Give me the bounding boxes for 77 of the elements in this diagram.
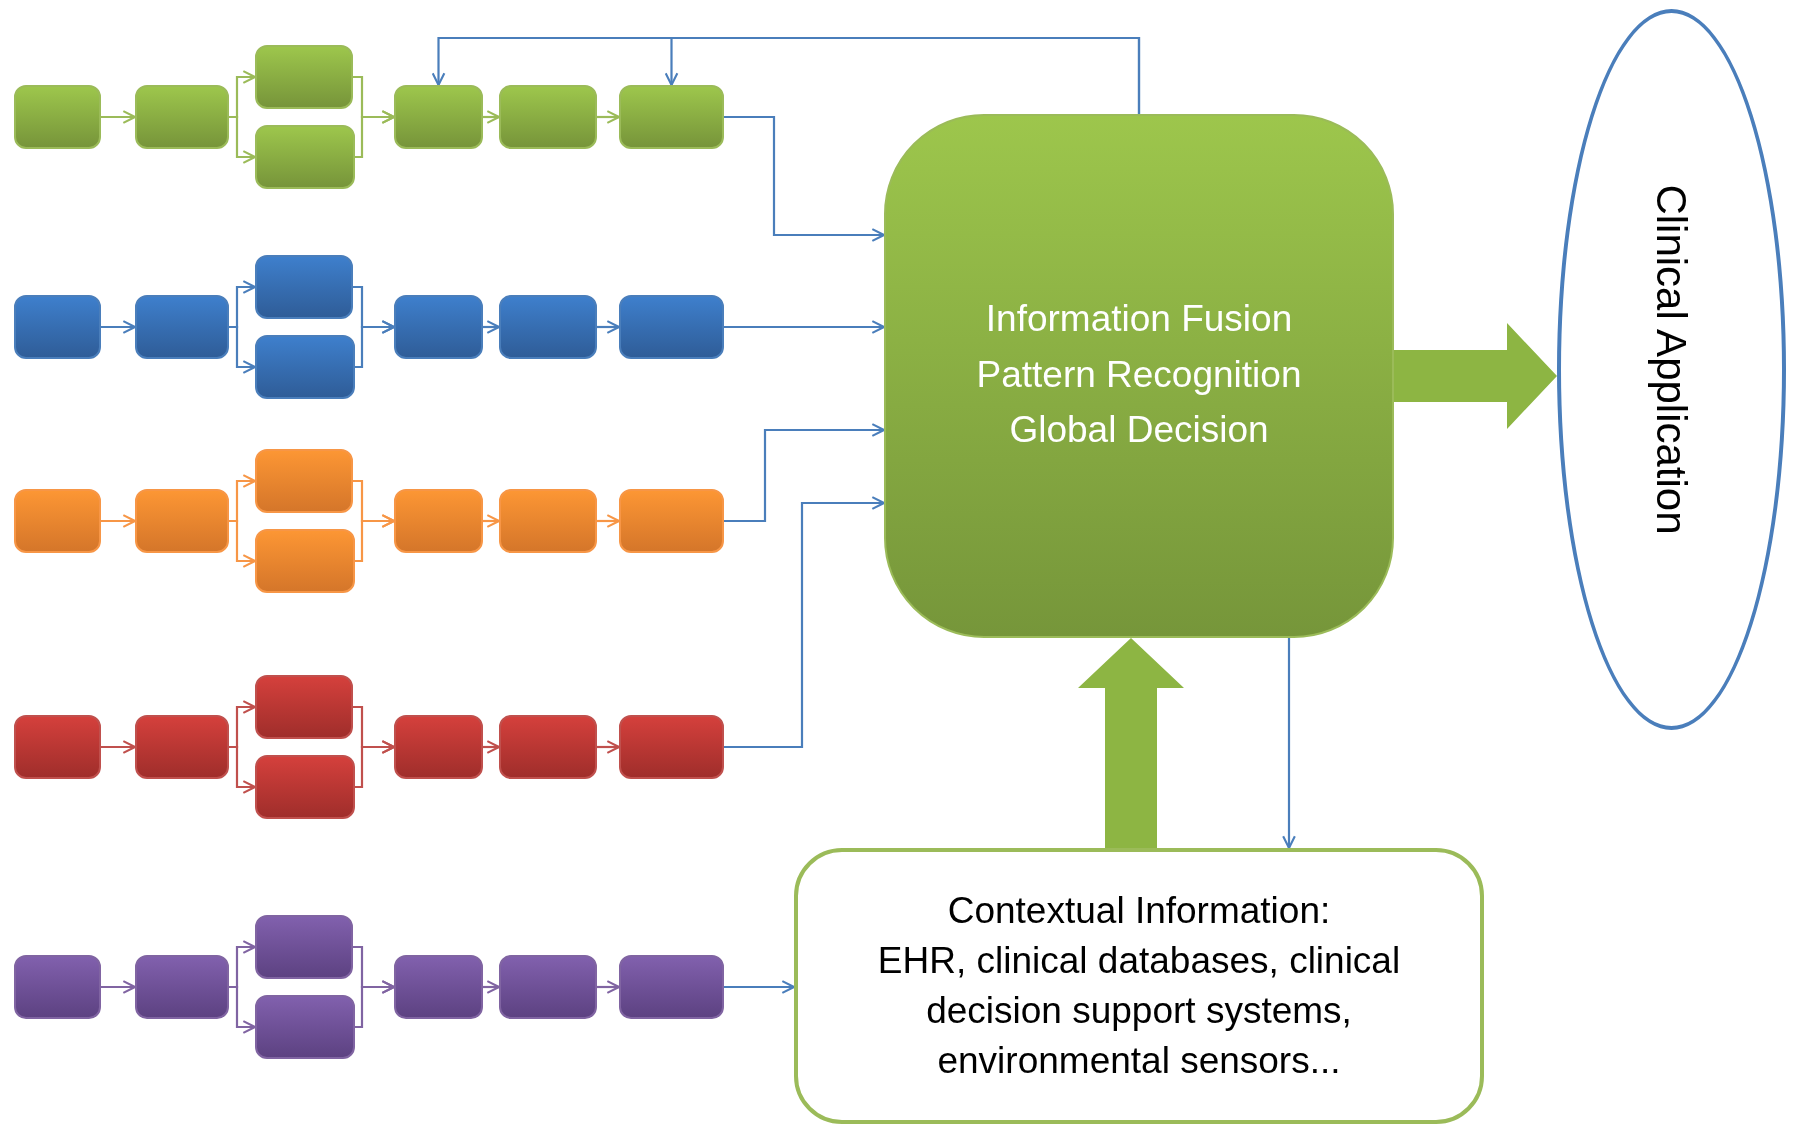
connector-arrow xyxy=(483,320,501,334)
context-box xyxy=(794,848,1484,1124)
process-box xyxy=(619,489,724,553)
connector-arrow xyxy=(724,320,886,334)
connector-arrow xyxy=(101,110,137,124)
context-heading: Contextual Information: xyxy=(947,889,1331,934)
process-box xyxy=(499,715,597,779)
process-box xyxy=(255,335,355,399)
connector-arrow xyxy=(229,115,257,164)
process-box xyxy=(255,125,355,189)
process-box xyxy=(14,489,101,553)
process-box xyxy=(14,955,101,1019)
ellipse-label: Clinical Application xyxy=(1647,184,1696,535)
process-box xyxy=(499,85,597,149)
connector-arrow xyxy=(597,740,621,754)
process-box xyxy=(135,295,229,359)
connector-arrow xyxy=(355,320,396,369)
connector-arrow xyxy=(724,980,796,994)
box-text: Pattern Recognition xyxy=(976,352,1302,397)
connector-arrow xyxy=(101,514,137,528)
connector-arrow xyxy=(724,115,886,242)
process-box xyxy=(394,955,483,1019)
process-box xyxy=(255,255,353,319)
connector-arrow xyxy=(724,423,886,523)
connector-arrow xyxy=(355,514,396,563)
connector-arrow xyxy=(483,514,501,528)
connector-arrow xyxy=(101,320,137,334)
connector-arrow xyxy=(229,519,257,568)
connector-arrow xyxy=(664,36,1141,114)
process-box xyxy=(14,715,101,779)
connector-arrow xyxy=(597,110,621,124)
process-box xyxy=(255,529,355,593)
process-box xyxy=(619,955,724,1019)
connector-arrow xyxy=(597,514,621,528)
connector-arrow xyxy=(355,740,396,789)
connector-arrow xyxy=(229,325,257,374)
process-box xyxy=(255,995,355,1059)
block-arrow xyxy=(1078,638,1184,848)
connector-arrow xyxy=(355,980,396,1029)
context-text: EHR, clinical databases, clinical decision support systems, environmental sensors... xyxy=(876,939,1402,1083)
process-box xyxy=(619,85,724,149)
process-box xyxy=(619,295,724,359)
process-box xyxy=(135,715,229,779)
connector-arrow xyxy=(1282,638,1296,850)
process-box xyxy=(499,955,597,1019)
fusion-box xyxy=(884,114,1394,638)
process-box xyxy=(619,715,724,779)
connector-arrow xyxy=(483,980,501,994)
process-box xyxy=(499,489,597,553)
process-box xyxy=(394,715,483,779)
process-box xyxy=(255,675,353,739)
process-box xyxy=(255,755,355,819)
connector-arrow xyxy=(229,985,257,1034)
box-text: Information Fusion xyxy=(985,297,1293,341)
process-box xyxy=(14,295,101,359)
box-text: Global Decision xyxy=(1009,408,1269,452)
process-box xyxy=(394,85,483,149)
connector-arrow xyxy=(597,320,621,334)
connector-arrow xyxy=(101,980,137,994)
process-box xyxy=(135,955,229,1019)
process-box xyxy=(135,85,229,149)
process-box xyxy=(255,915,353,979)
process-box xyxy=(499,295,597,359)
connector-arrow xyxy=(229,745,257,794)
connector-arrow xyxy=(483,110,501,124)
connector-arrow xyxy=(597,980,621,994)
connector-arrow xyxy=(724,496,886,749)
process-box xyxy=(255,45,353,109)
process-box xyxy=(14,85,101,149)
connector-arrow xyxy=(483,740,501,754)
process-box xyxy=(394,295,483,359)
process-box xyxy=(135,489,229,553)
block-arrow xyxy=(1394,323,1557,429)
process-box xyxy=(255,449,353,513)
process-box xyxy=(394,489,483,553)
connector-arrow xyxy=(101,740,137,754)
connector-arrow xyxy=(355,110,396,159)
